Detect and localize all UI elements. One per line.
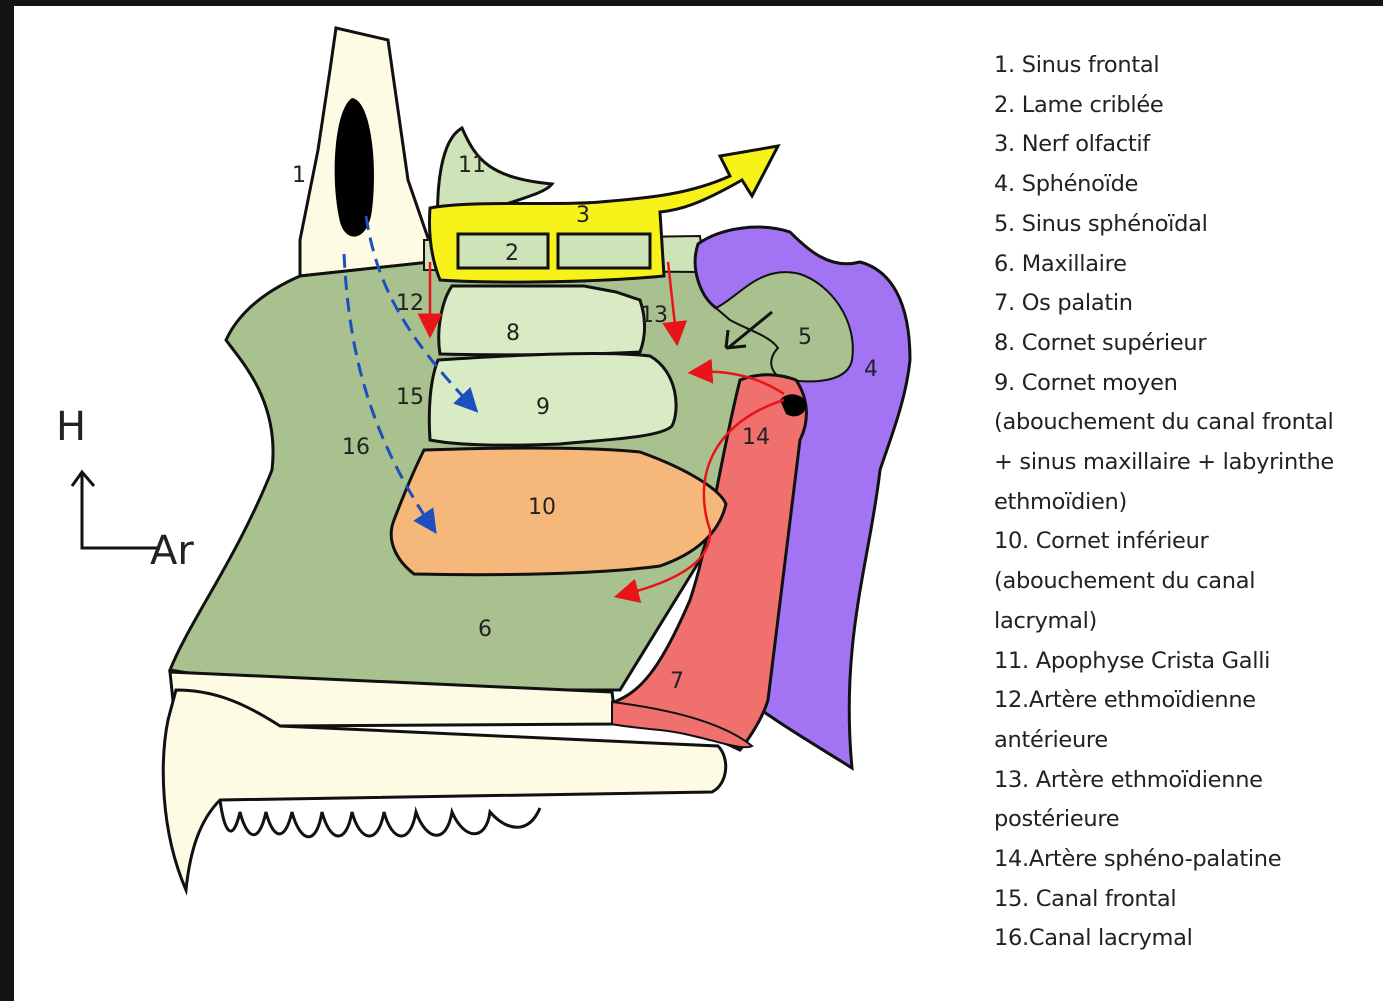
superior-turbinate [439, 286, 645, 355]
legend-line: 5. Sinus sphénoïdal [994, 205, 1374, 245]
label-10: 10 [528, 495, 556, 520]
legend-line: 8. Cornet supérieur [994, 324, 1374, 364]
legend-line: 1. Sinus frontal [994, 46, 1374, 86]
label-1: 1 [292, 163, 306, 188]
label-6: 6 [478, 617, 492, 642]
legend-line: lacrymal) [994, 602, 1374, 642]
legend-line: 6. Maxillaire [994, 245, 1374, 285]
legend-line: 10. Cornet inférieur [994, 522, 1374, 562]
cribriform-window-right [558, 234, 650, 268]
label-8: 8 [506, 321, 520, 346]
inferior-turbinate [391, 448, 726, 575]
label-16: 16 [342, 435, 370, 460]
label-11: 11 [458, 153, 486, 178]
legend-line: ethmoïdien) [994, 483, 1374, 523]
legend-line: 2. Lame criblée [994, 86, 1374, 126]
label-4: 4 [864, 357, 878, 382]
legend-line: 7. Os palatin [994, 284, 1374, 324]
legend-line: antérieure [994, 721, 1374, 761]
label-3: 3 [576, 203, 590, 228]
teeth [220, 800, 540, 837]
legend-line: (abouchement du canal [994, 562, 1374, 602]
legend-line: 15. Canal frontal [994, 880, 1374, 920]
label-2: 2 [505, 241, 519, 266]
legend-line: 16.Canal lacrymal [994, 919, 1374, 959]
legend-list: 1. Sinus frontal 2. Lame criblée 3. Nerf… [994, 46, 1374, 959]
middle-turbinate [429, 353, 676, 445]
legend-line: 9. Cornet moyen [994, 364, 1374, 404]
legend-line: 14.Artère sphéno-palatine [994, 840, 1374, 880]
label-13: 13 [640, 303, 668, 328]
axis-up-label: H [56, 404, 86, 450]
label-5: 5 [798, 325, 812, 350]
legend-line: 11. Apophyse Crista Galli [994, 642, 1374, 682]
label-14: 14 [742, 425, 770, 450]
legend-line: + sinus maxillaire + labyrinthe [994, 443, 1374, 483]
legend-line: 3. Nerf olfactif [994, 125, 1374, 165]
legend-line: 12.Artère ethmoïdienne [994, 681, 1374, 721]
label-7: 7 [670, 669, 684, 694]
legend-line: 13. Artère ethmoïdienne [994, 761, 1374, 801]
legend-line: postérieure [994, 800, 1374, 840]
legend-line: (abouchement du canal frontal [994, 403, 1374, 443]
orientation-axis [72, 472, 160, 548]
cribriform-window-left [458, 234, 548, 268]
label-9: 9 [536, 395, 550, 420]
label-15: 15 [396, 385, 424, 410]
label-12: 12 [396, 291, 424, 316]
axis-back-label: Ar [150, 528, 194, 574]
legend-line: 4. Sphénoïde [994, 165, 1374, 205]
